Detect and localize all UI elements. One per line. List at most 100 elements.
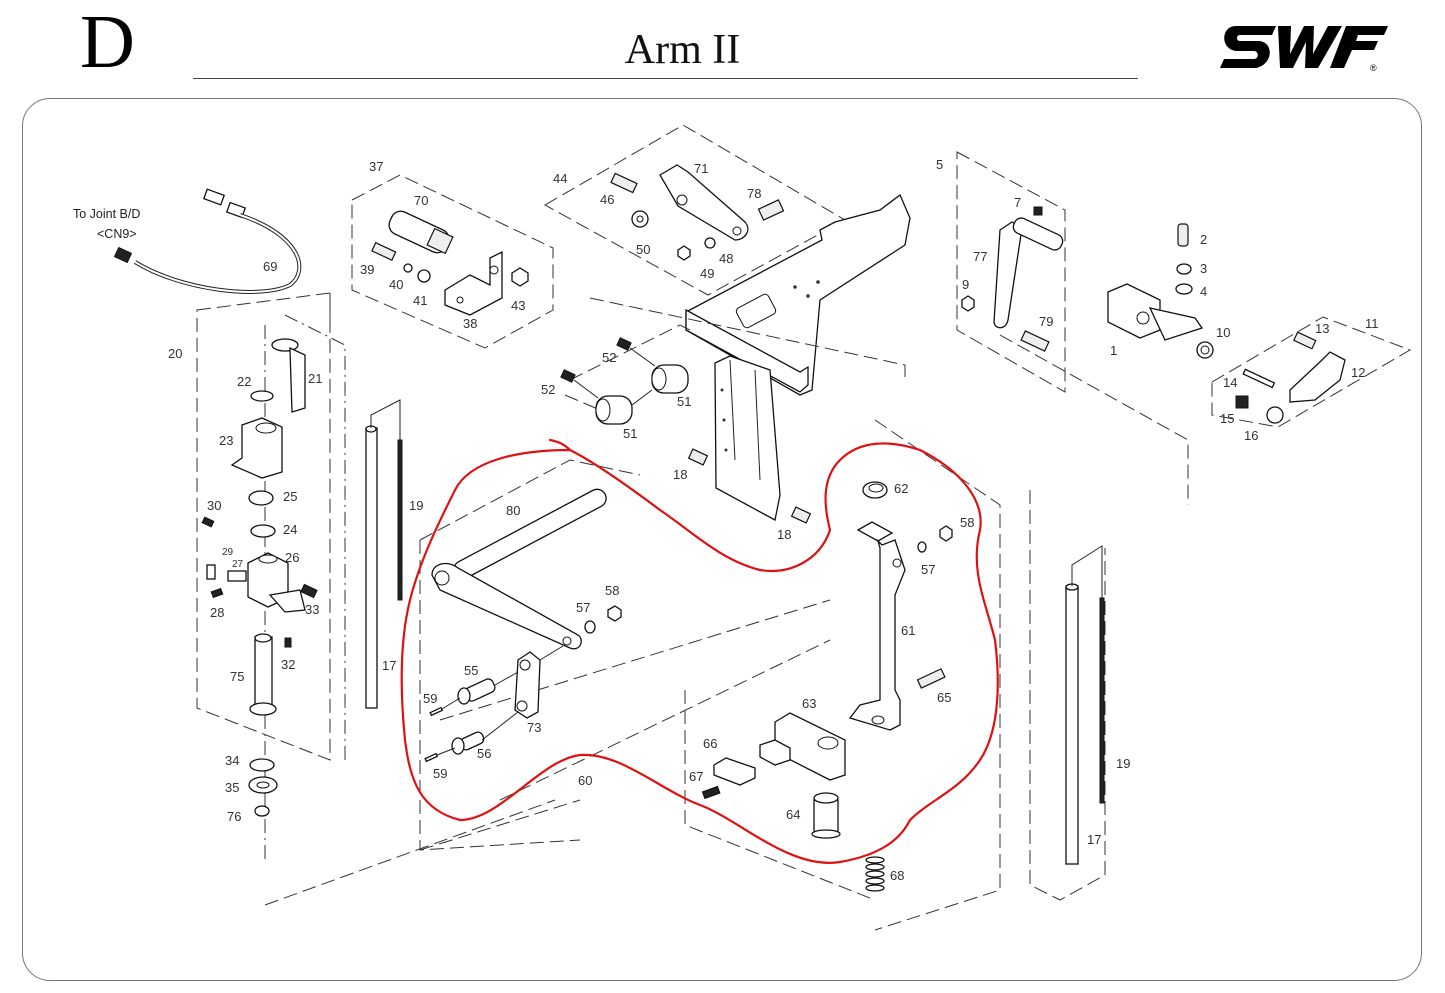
callout-38: 38 bbox=[463, 316, 477, 331]
bracket-61 bbox=[848, 521, 906, 731]
callout-34: 34 bbox=[225, 753, 239, 768]
crank-77 bbox=[993, 217, 1064, 329]
pin-14 bbox=[1242, 368, 1276, 389]
bracket-21 bbox=[271, 338, 306, 413]
callout-57a: 57 bbox=[576, 600, 590, 615]
screw-39 bbox=[371, 241, 397, 261]
callout-59b: 59 bbox=[433, 766, 447, 781]
screw-46 bbox=[610, 172, 638, 194]
washer-34 bbox=[249, 758, 275, 772]
bushing-51a bbox=[595, 395, 633, 425]
callout-52b: 52 bbox=[541, 382, 555, 397]
callout-15: 15 bbox=[1220, 411, 1234, 426]
callout-labels: 1 2 3 4 5 7 9 10 11 12 13 14 15 16 17 17… bbox=[168, 157, 1379, 883]
callout-51a: 51 bbox=[677, 394, 691, 409]
diagram-frame bbox=[22, 98, 1422, 981]
spring-68 bbox=[865, 856, 885, 892]
title-divider bbox=[193, 78, 1138, 79]
spring-19-left bbox=[397, 439, 403, 601]
block-26 bbox=[247, 552, 306, 613]
callout-60: 60 bbox=[578, 773, 592, 788]
callout-3: 3 bbox=[1200, 261, 1207, 276]
callout-78: 78 bbox=[747, 186, 761, 201]
red-markup-outline bbox=[400, 438, 999, 864]
swf-logo-mark bbox=[1220, 26, 1388, 68]
plate-66 bbox=[713, 757, 756, 786]
roller-15 bbox=[1235, 395, 1249, 409]
callout-26: 26 bbox=[285, 550, 299, 565]
callout-59a: 59 bbox=[423, 691, 437, 706]
nut-9 bbox=[961, 295, 975, 312]
nut-49 bbox=[677, 245, 691, 261]
group-outline-51 bbox=[564, 324, 691, 411]
callout-35: 35 bbox=[225, 780, 239, 795]
callout-40: 40 bbox=[389, 277, 403, 292]
pin-59a bbox=[429, 706, 444, 717]
link-71 bbox=[659, 164, 749, 241]
washer-48 bbox=[704, 237, 716, 249]
block-1 bbox=[1107, 283, 1204, 341]
bushing-51b bbox=[651, 364, 689, 394]
screw-28 bbox=[210, 587, 224, 599]
screw-33 bbox=[300, 583, 318, 599]
callout-50: 50 bbox=[636, 242, 650, 257]
callout-16: 16 bbox=[1244, 428, 1258, 443]
callout-61: 61 bbox=[901, 623, 915, 638]
callout-57b: 57 bbox=[921, 562, 935, 577]
washer-41 bbox=[417, 269, 431, 283]
callout-32: 32 bbox=[281, 657, 295, 672]
washer-40 bbox=[403, 263, 413, 273]
callout-14: 14 bbox=[1223, 375, 1237, 390]
group-outline-11 bbox=[1211, 316, 1412, 428]
section-letter: D bbox=[80, 0, 135, 84]
page-title: Arm II bbox=[624, 27, 741, 73]
callout-80: 80 bbox=[506, 503, 520, 518]
setscrew-18b bbox=[790, 506, 812, 524]
shaft-17-right bbox=[1065, 583, 1079, 865]
screw-32 bbox=[284, 637, 292, 648]
setscrew-18a bbox=[687, 448, 709, 466]
shaft-17-left bbox=[365, 425, 378, 709]
holder-23 bbox=[230, 417, 283, 479]
callout-66: 66 bbox=[703, 736, 717, 751]
group-outline-5 bbox=[956, 151, 1066, 393]
setscrew-52b bbox=[616, 337, 632, 351]
cable-assembly-69 bbox=[113, 134, 396, 294]
callout-65: 65 bbox=[937, 690, 951, 705]
callout-46: 46 bbox=[600, 192, 614, 207]
screw-13 bbox=[1293, 331, 1317, 350]
callout-63: 63 bbox=[802, 696, 816, 711]
callout-22: 22 bbox=[237, 374, 251, 389]
group-outline-37 bbox=[351, 174, 554, 349]
callout-1: 1 bbox=[1110, 343, 1117, 358]
callout-33: 33 bbox=[305, 602, 319, 617]
callout-64: 64 bbox=[786, 807, 800, 822]
stud-78 bbox=[757, 199, 785, 221]
callout-28: 28 bbox=[210, 605, 224, 620]
bushing-25 bbox=[248, 490, 274, 506]
ring-24 bbox=[250, 524, 276, 538]
nut-43 bbox=[511, 267, 529, 287]
spring-19-right bbox=[1099, 597, 1105, 804]
connector-note-line1: To Joint B/D bbox=[73, 207, 140, 221]
callout-18b: 18 bbox=[777, 527, 791, 542]
callout-55: 55 bbox=[464, 663, 478, 678]
group-outline-80 bbox=[419, 459, 831, 851]
callout-19-left: 19 bbox=[409, 498, 423, 513]
nut-58a bbox=[607, 605, 622, 622]
callout-37: 37 bbox=[369, 159, 383, 174]
callout-10: 10 bbox=[1216, 325, 1230, 340]
callout-49: 49 bbox=[700, 266, 714, 281]
pin-56 bbox=[451, 731, 485, 755]
callout-17-right: 17 bbox=[1087, 832, 1101, 847]
callout-23: 23 bbox=[219, 433, 233, 448]
registered-mark: ® bbox=[1370, 63, 1377, 73]
collar-76 bbox=[254, 805, 270, 817]
callout-24: 24 bbox=[283, 522, 297, 537]
setscrew-7 bbox=[1033, 206, 1043, 216]
callout-58b: 58 bbox=[960, 515, 974, 530]
stud-79 bbox=[1020, 330, 1050, 352]
callout-5: 5 bbox=[936, 157, 943, 172]
callout-7: 7 bbox=[1014, 195, 1021, 210]
